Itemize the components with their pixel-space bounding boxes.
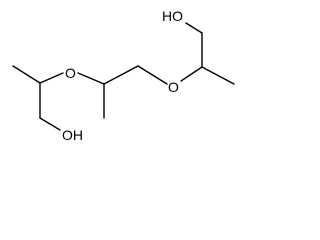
bond-methyl-left xyxy=(12,65,41,84)
bond-ch2-to-oh-top xyxy=(185,22,203,34)
hydroxyl-top-label: HO xyxy=(162,8,183,24)
ether-oxygen-left-label: O xyxy=(65,65,76,81)
hydroxyl-bottom-label: OH xyxy=(62,127,83,143)
ether-oxygen-right-label: O xyxy=(168,79,179,95)
bond-ether-o-right-to-right-ch xyxy=(180,66,203,82)
bond-center-ch-to-ch2 xyxy=(103,65,139,85)
structural-formula: HO O O OH xyxy=(12,8,235,143)
bond-right-ch-to-methyl xyxy=(201,66,235,85)
bond-left-ch-to-ether-o-left xyxy=(39,72,64,84)
bond-ch2-to-ether-o-right xyxy=(137,65,168,85)
bond-ch2-to-oh-bottom xyxy=(39,117,61,131)
bond-ether-o-left-to-center-ch xyxy=(77,72,105,85)
